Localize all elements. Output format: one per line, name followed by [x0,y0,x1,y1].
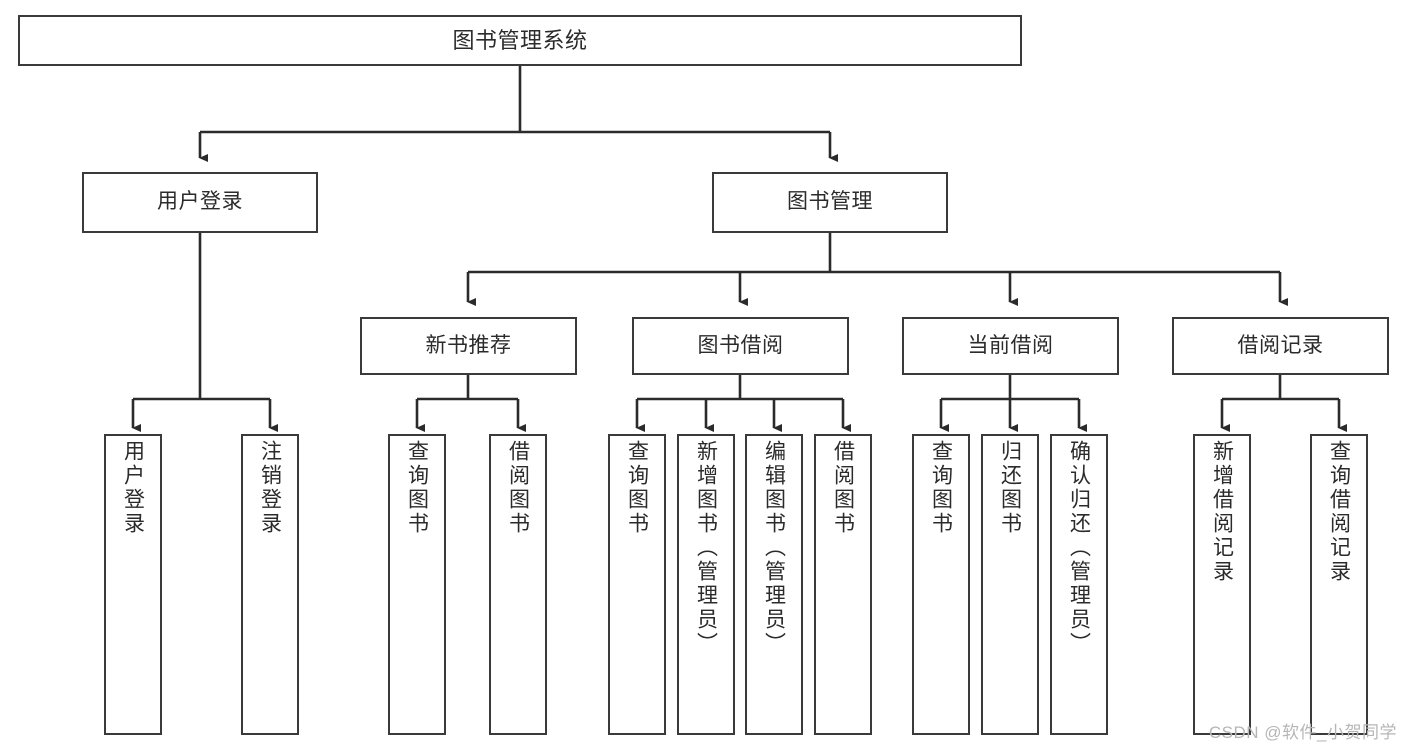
node-label-leaf-borrow-add-book-admin: 新增图书（管理员） [694,440,718,656]
node-label-new-book-recommend: 新书推荐 [425,333,512,357]
node-leaf-record-add-borrow-record[interactable]: 新增借阅记录 [1193,434,1251,735]
node-new-book-recommend[interactable]: 新书推荐 [360,317,577,375]
node-label-leaf-current-return-books: 归还图书 [998,440,1022,536]
node-label-leaf-current-confirm-return-admin: 确认归还（管理员） [1067,440,1091,656]
node-label-book-management: 图书管理 [787,190,873,214]
node-label-leaf-newbook-query-books: 查询图书 [405,440,429,536]
node-leaf-current-return-books[interactable]: 归还图书 [981,434,1039,735]
node-label-current-borrow: 当前借阅 [967,333,1054,357]
node-leaf-borrow-query-books[interactable]: 查询图书 [608,434,666,735]
node-book-borrow[interactable]: 图书借阅 [632,317,849,375]
node-leaf-user-login-login[interactable]: 用户登录 [104,434,162,735]
node-current-borrow[interactable]: 当前借阅 [902,317,1119,375]
node-leaf-borrow-borrow-books[interactable]: 借阅图书 [814,434,872,735]
node-label-leaf-current-query-books: 查询图书 [929,440,953,536]
csdn-watermark: CSDN @软件_小贺同学 [1208,723,1397,742]
node-leaf-current-confirm-return-admin[interactable]: 确认归还（管理员） [1050,434,1108,735]
node-book-management[interactable]: 图书管理 [712,172,948,233]
node-leaf-borrow-add-book-admin[interactable]: 新增图书（管理员） [677,434,735,735]
node-label-user-login: 用户登录 [157,190,243,214]
node-user-login[interactable]: 用户登录 [82,172,318,233]
node-label-book-borrow: 图书借阅 [697,333,784,357]
node-leaf-record-query-borrow-record[interactable]: 查询借阅记录 [1310,434,1368,735]
node-label-leaf-borrow-edit-book-admin: 编辑图书（管理员） [762,440,786,656]
node-label-leaf-borrow-query-books: 查询图书 [625,440,649,536]
node-borrow-record[interactable]: 借阅记录 [1172,317,1389,375]
node-root-book-management-system[interactable]: 图书管理系统 [18,15,1022,66]
node-leaf-newbook-query-books[interactable]: 查询图书 [388,434,446,735]
node-leaf-current-query-books[interactable]: 查询图书 [912,434,970,735]
node-label-leaf-borrow-borrow-books: 借阅图书 [831,440,855,536]
node-label-leaf-user-login-logout: 注销登录 [258,440,282,536]
node-label-root: 图书管理系统 [452,27,588,53]
node-leaf-borrow-edit-book-admin[interactable]: 编辑图书（管理员） [745,434,803,735]
node-label-leaf-record-add-borrow-record: 新增借阅记录 [1210,440,1234,584]
node-label-leaf-record-query-borrow-record: 查询借阅记录 [1327,440,1351,584]
node-label-borrow-record: 借阅记录 [1237,333,1324,357]
node-label-leaf-user-login-login: 用户登录 [121,440,145,536]
node-leaf-newbook-borrow-books[interactable]: 借阅图书 [489,434,547,735]
node-leaf-user-login-logout[interactable]: 注销登录 [241,434,299,735]
node-label-leaf-newbook-borrow-books: 借阅图书 [506,440,530,536]
